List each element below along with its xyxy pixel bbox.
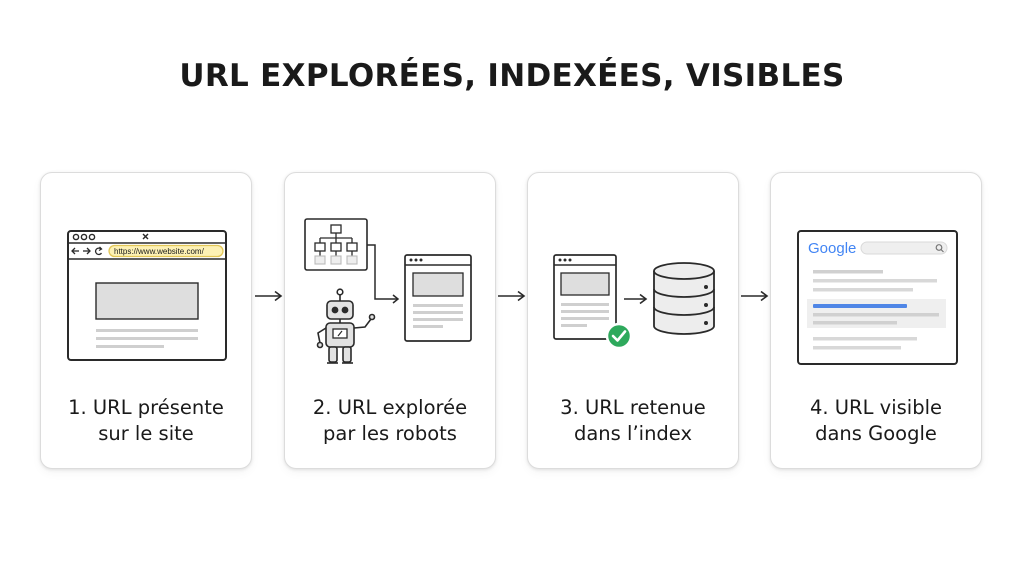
arrow-icon [498,290,526,302]
arrow-icon [255,290,283,302]
close-icon [142,233,149,240]
browser-window-icon: https://www.website.com/ [67,230,227,361]
forward-arrow-icon [83,247,91,255]
step-card-1: https://www.website.com/ 1. URL présente… [40,172,252,469]
robot-icon [316,288,376,364]
url-highlight [108,244,224,258]
step-card-4: Google 4. URL visible dans Google [770,172,982,469]
step-caption-3: 3. URL retenue dans l’index [560,396,706,445]
page-title: URL EXPLORÉES, INDEXÉES, VISIBLES [179,58,845,94]
database-icon [653,262,715,335]
back-arrow-icon [71,247,79,255]
search-icon [935,244,944,253]
connector-line [367,244,400,304]
step-caption-4: 4. URL visible dans Google [809,396,942,445]
step-card-2: 2. URL explorée par les robots [284,172,496,469]
sitemap-icon [304,218,368,271]
google-logo: Google [808,240,856,257]
webpage-icon [404,254,472,342]
step-caption-1: 1. URL présente sur le site [68,396,224,445]
step-card-3: 3. URL retenue dans l’index [527,172,739,469]
arrow-icon [741,290,769,302]
check-badge-icon [605,322,633,350]
arrow-icon [624,293,648,305]
webpage-icon [553,254,617,340]
reload-icon [94,246,103,256]
search-results-page-icon: Google [797,230,958,365]
step-caption-2: 2. URL explorée par les robots [312,396,468,445]
url-text: https://www.website.com/ [114,247,205,256]
